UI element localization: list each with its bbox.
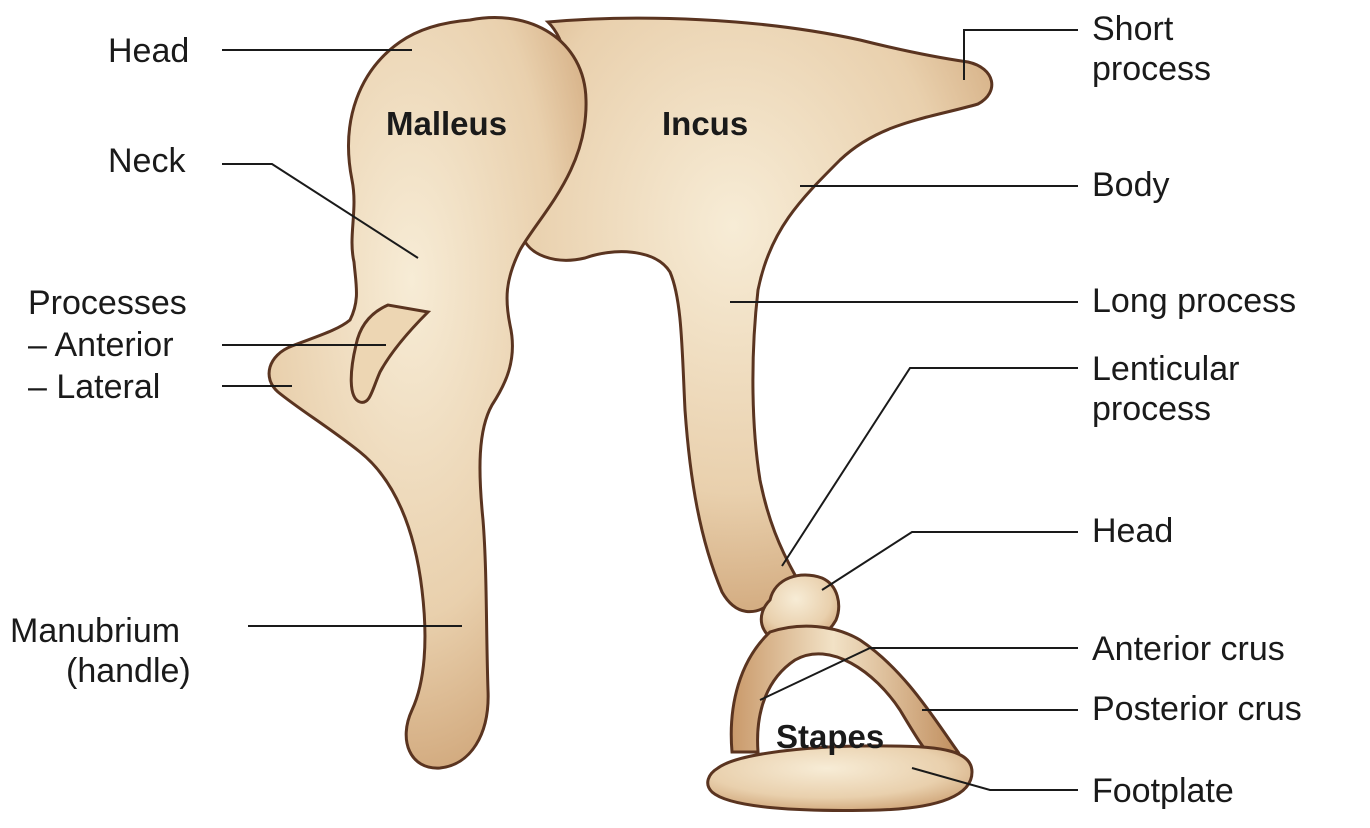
incus-body-label: Body bbox=[1092, 166, 1170, 204]
malleus-head-label: Head bbox=[108, 32, 189, 70]
posterior-crus-label: Posterior crus bbox=[1092, 690, 1302, 728]
incus-bone bbox=[522, 18, 992, 611]
neck-label: Neck bbox=[108, 142, 186, 180]
malleus-label: Malleus bbox=[386, 105, 507, 142]
manubrium-label: Manubrium bbox=[10, 612, 180, 650]
lenticular-process-leader bbox=[782, 368, 1078, 566]
short-process-label: Short bbox=[1092, 10, 1174, 48]
anterior-crus-label: Anterior crus bbox=[1092, 630, 1285, 668]
lateral-process-label: – Lateral bbox=[28, 368, 160, 406]
lenticular-process-sub-label: process bbox=[1092, 390, 1211, 428]
anterior-process-label: – Anterior bbox=[28, 326, 174, 364]
footplate-label: Footplate bbox=[1092, 772, 1234, 810]
stapes-label: Stapes bbox=[776, 718, 884, 755]
lenticular-process-label: Lenticular bbox=[1092, 350, 1239, 388]
incus-label: Incus bbox=[662, 105, 748, 142]
stapes-footplate bbox=[708, 746, 972, 811]
processes-label: Processes bbox=[28, 284, 187, 322]
stapes-head-leader bbox=[822, 532, 1078, 590]
manubrium-sub-label: (handle) bbox=[66, 652, 191, 690]
short-process-sub-label: process bbox=[1092, 50, 1211, 88]
long-process-label: Long process bbox=[1092, 282, 1296, 320]
stapes-head-label: Head bbox=[1092, 512, 1173, 550]
